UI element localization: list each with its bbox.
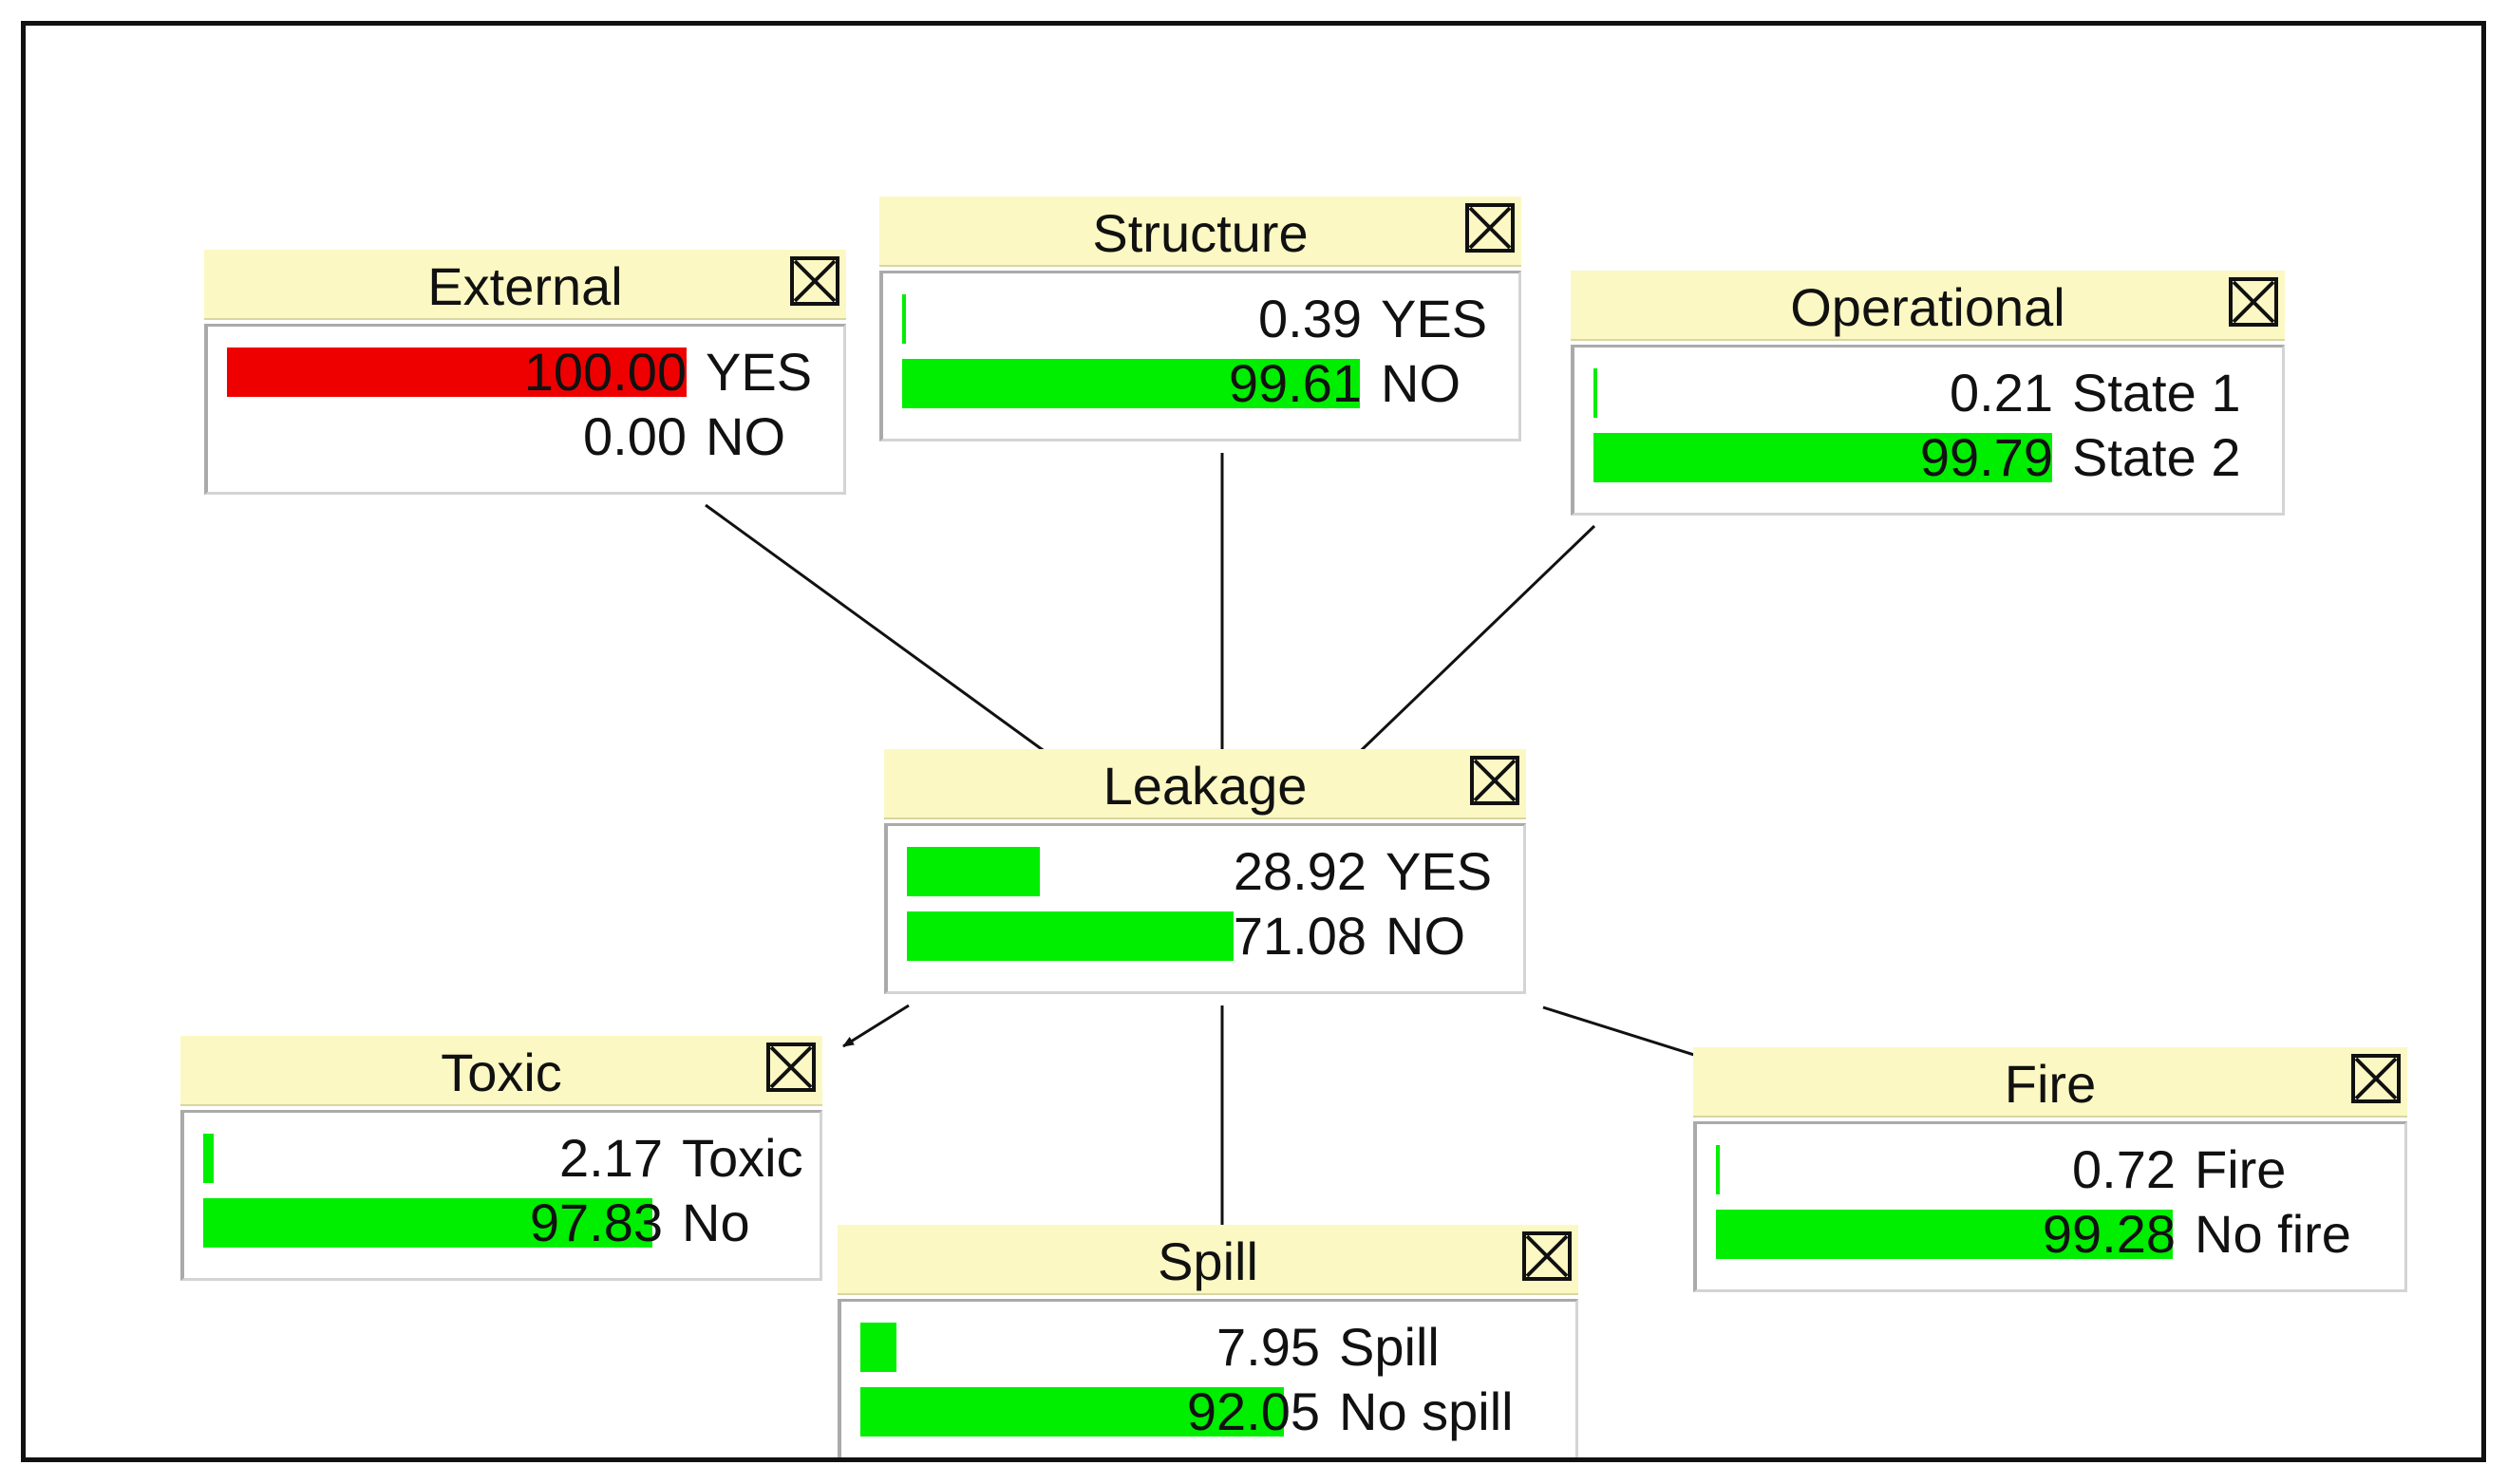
node-title: Fire [2004,1054,2097,1114]
state-label: State 2 [2072,427,2241,487]
state-label: NO [706,406,785,466]
node-spill[interactable]: Spill 7.95 Spill 92.05 No spill [838,1225,1578,1457]
probability-value: 99.61 [1228,353,1362,413]
close-box-icon[interactable] [789,255,840,307]
node-body: 100.00 YES 0.00 NO [204,324,846,495]
probability-bar [203,1198,652,1248]
state-row: 28.92 YES [888,839,1523,901]
edge-arrow-external-to-leakage [705,503,1067,769]
probability-value: 2.17 [559,1128,663,1188]
node-title: Spill [1158,1231,1258,1291]
close-box-icon[interactable] [1469,755,1520,806]
probability-bar [907,911,1234,961]
node-body: 2.17 Toxic 97.83 No [180,1110,822,1281]
state-row: 99.79 State 2 [1574,425,2282,487]
probability-value: 28.92 [1233,841,1367,901]
state-row: 0.00 NO [208,404,843,466]
close-box-icon[interactable] [1464,202,1516,254]
node-structure[interactable]: Structure 0.39 YES 99.61 NO [879,197,1521,441]
node-leakage[interactable]: Leakage 28.92 YES 71.08 NO [884,749,1526,994]
probability-bar [227,348,687,397]
edge-arrow-leakage-to-fire [1542,1005,1713,1062]
node-header[interactable]: Fire [1693,1047,2407,1118]
edge-arrow-leakage-to-toxic [842,1004,910,1048]
node-body: 7.95 Spill 92.05 No spill [838,1299,1578,1457]
probability-value: 0.72 [2072,1139,2176,1199]
state-row: 7.95 Spill [841,1315,1575,1377]
probability-bar [902,294,906,344]
probability-bar [860,1387,1284,1437]
node-title: Leakage [1103,756,1308,816]
state-label: No spill [1339,1381,1514,1441]
close-box-icon[interactable] [2228,276,2279,328]
state-row: 99.61 NO [883,351,1518,413]
node-header[interactable]: Spill [838,1225,1578,1295]
probability-bar [1716,1210,2173,1259]
node-header[interactable]: External [204,250,846,320]
state-label: YES [1385,841,1493,901]
probability-value: 7.95 [1216,1317,1320,1377]
close-box-icon[interactable] [765,1042,817,1093]
probability-bar [203,1134,214,1183]
state-row: 97.83 No [184,1191,820,1252]
probability-bar [1593,368,1597,418]
probability-bar [1716,1145,1720,1194]
node-title: Structure [1092,203,1309,263]
node-header[interactable]: Structure [879,197,1521,267]
diagram-frame: External 100.00 YES 0.00 NO Structure [21,21,2486,1462]
probability-value: 97.83 [529,1193,663,1252]
state-row: 99.28 No fire [1697,1202,2404,1264]
node-title: Operational [1790,277,2065,337]
close-box-icon[interactable] [1521,1230,1573,1282]
state-row: 0.21 State 1 [1574,361,2282,423]
state-label: State 1 [2072,363,2241,423]
node-fire[interactable]: Fire 0.72 Fire 99.28 No fire [1693,1047,2407,1292]
node-header[interactable]: Toxic [180,1036,822,1106]
node-external[interactable]: External 100.00 YES 0.00 NO [204,250,846,495]
probability-value: 0.39 [1258,289,1362,348]
state-label: Toxic [682,1128,803,1188]
state-row: 0.39 YES [883,287,1518,348]
state-label: NO [1381,353,1461,413]
state-label: YES [1381,289,1488,348]
probability-bar [907,847,1040,896]
state-label: No [682,1193,750,1252]
node-header[interactable]: Operational [1571,271,2285,341]
close-box-icon[interactable] [2350,1053,2402,1104]
probability-value: 0.21 [1950,363,2053,423]
node-body: 0.21 State 1 99.79 State 2 [1571,345,2285,516]
state-label: NO [1385,906,1465,966]
probability-value: 99.79 [1919,427,2053,487]
state-row: 100.00 YES [208,340,843,402]
probability-value: 100.00 [523,342,687,402]
probability-value: 71.08 [1233,906,1367,966]
state-row: 71.08 NO [888,904,1523,966]
node-body: 28.92 YES 71.08 NO [884,823,1526,994]
probability-bar [902,359,1360,408]
probability-bar [1593,433,2052,482]
node-header[interactable]: Leakage [884,749,1526,819]
state-row: 2.17 Toxic [184,1126,820,1188]
probability-value: 92.05 [1186,1381,1320,1441]
node-title: Toxic [441,1043,562,1102]
state-label: Fire [2195,1139,2287,1199]
state-label: YES [706,342,813,402]
state-row: 92.05 No spill [841,1380,1575,1441]
node-body: 0.72 Fire 99.28 No fire [1693,1121,2407,1292]
probability-value: 99.28 [2042,1204,2176,1264]
node-body: 0.39 YES 99.61 NO [879,271,1521,441]
probability-bar [860,1323,896,1372]
state-label: Spill [1339,1317,1440,1377]
state-label: No fire [2195,1204,2351,1264]
edge-arrow-operational-to-leakage [1342,524,1596,769]
node-toxic[interactable]: Toxic 2.17 Toxic 97.83 No [180,1036,822,1281]
node-title: External [427,256,623,316]
state-row: 0.72 Fire [1697,1137,2404,1199]
node-operational[interactable]: Operational 0.21 State 1 99.79 State 2 [1571,271,2285,516]
probability-value: 0.00 [583,406,687,466]
